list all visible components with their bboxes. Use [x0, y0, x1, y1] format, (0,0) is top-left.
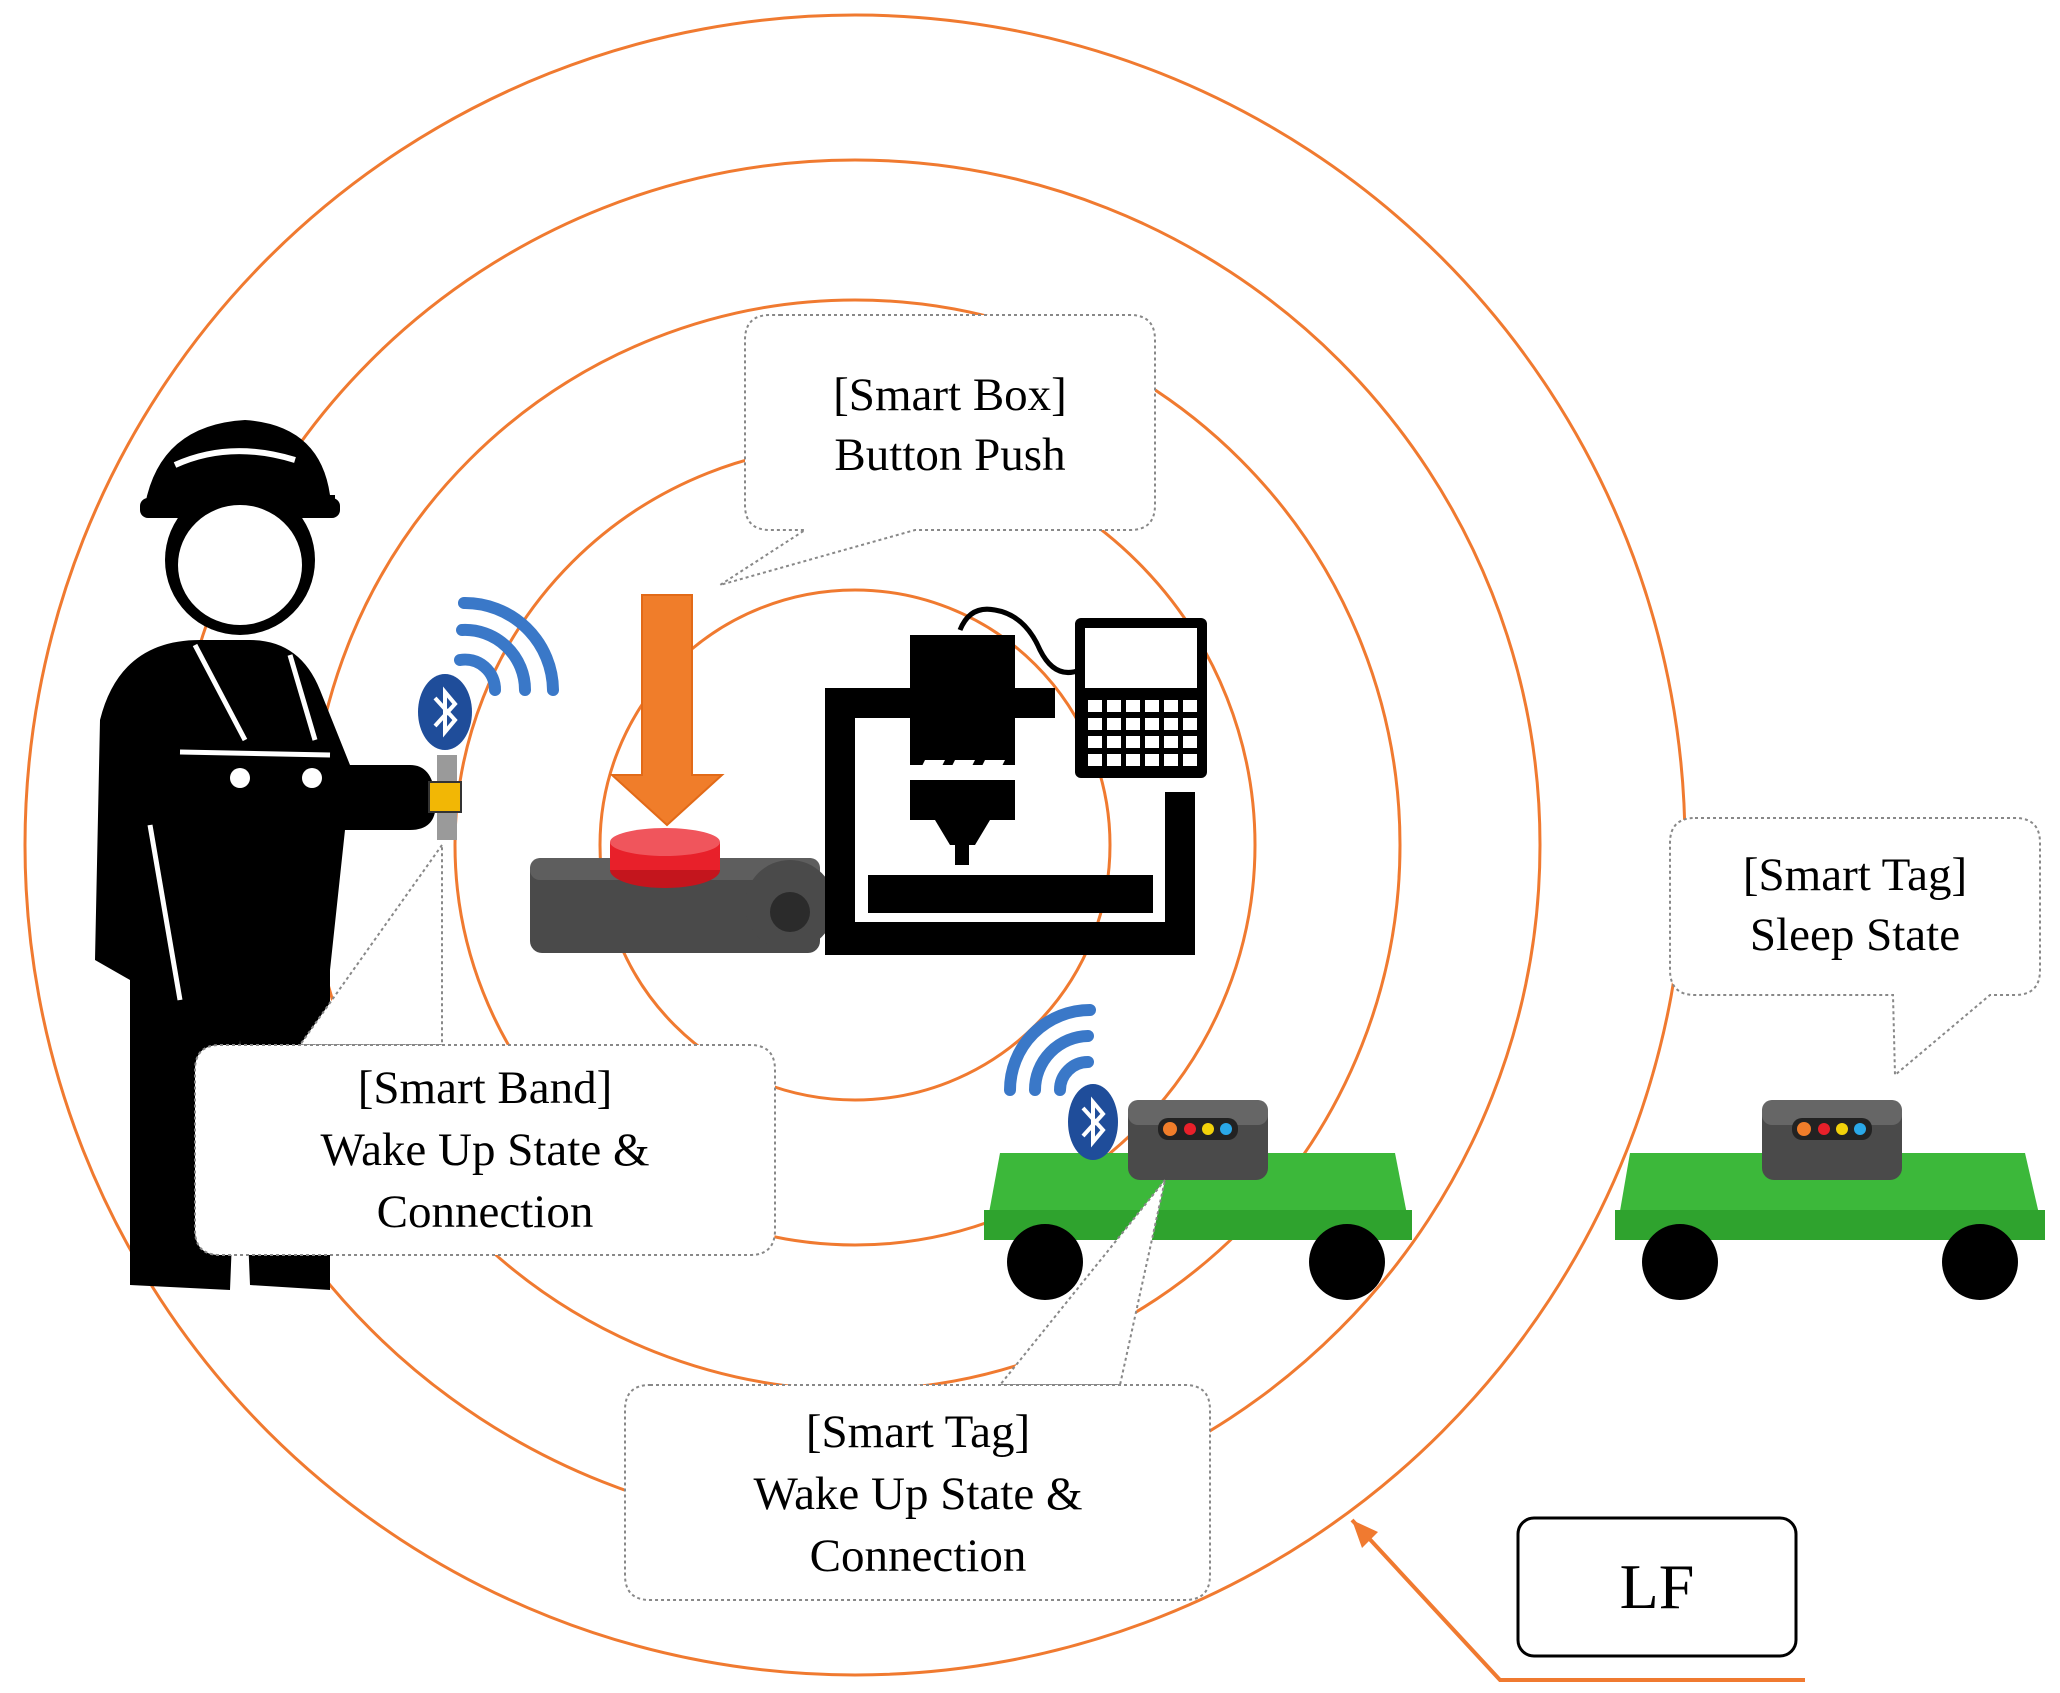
smart-band-icon [428, 755, 462, 840]
cart-icon [1615, 1153, 2045, 1300]
callout-smart-band-line3: Connection [377, 1186, 594, 1238]
callout-smart-band-line2: Wake Up State & [320, 1124, 649, 1176]
cnc-machine-icon [825, 606, 1207, 955]
smart-tag-device-icon [1128, 1100, 1268, 1180]
bluetooth-icon [1068, 1084, 1118, 1160]
callout-smart-box: [Smart Box] Button Push [719, 314, 1156, 586]
bluetooth-icon [418, 674, 472, 750]
callout-smart-tag-sleep-line2: Sleep State [1750, 909, 1960, 961]
push-button-box-icon [530, 828, 835, 953]
callout-smart-band-line1: [Smart Band] [358, 1062, 613, 1114]
callout-smart-tag-active: [Smart Tag] Wake Up State & Connection [624, 1179, 1211, 1601]
down-arrow-icon [609, 594, 725, 827]
wifi-signal-icon [454, 596, 559, 696]
cart-icon [984, 1153, 1412, 1300]
lf-label: LF [1620, 1551, 1695, 1622]
callout-smart-tag-active-line2: Wake Up State & [753, 1468, 1082, 1520]
lf-ring-1 [598, 588, 1112, 1102]
lf-legend: LF [1350, 1516, 1805, 1682]
wifi-signal-icon [1004, 1004, 1096, 1096]
callout-smart-box-line1: [Smart Box] [833, 369, 1067, 421]
worker-icon [95, 420, 436, 1290]
callout-smart-band: [Smart Band] Wake Up State & Connection [194, 841, 776, 1256]
smart-tag-device-icon [1762, 1100, 1902, 1180]
callout-smart-tag-active-line3: Connection [810, 1530, 1027, 1582]
callout-smart-tag-active-line1: [Smart Tag] [806, 1406, 1030, 1458]
callout-smart-box-line2: Button Push [834, 429, 1065, 481]
callout-smart-tag-sleep: [Smart Tag] Sleep State [1669, 817, 2041, 1078]
callout-smart-tag-sleep-line1: [Smart Tag] [1743, 849, 1967, 901]
